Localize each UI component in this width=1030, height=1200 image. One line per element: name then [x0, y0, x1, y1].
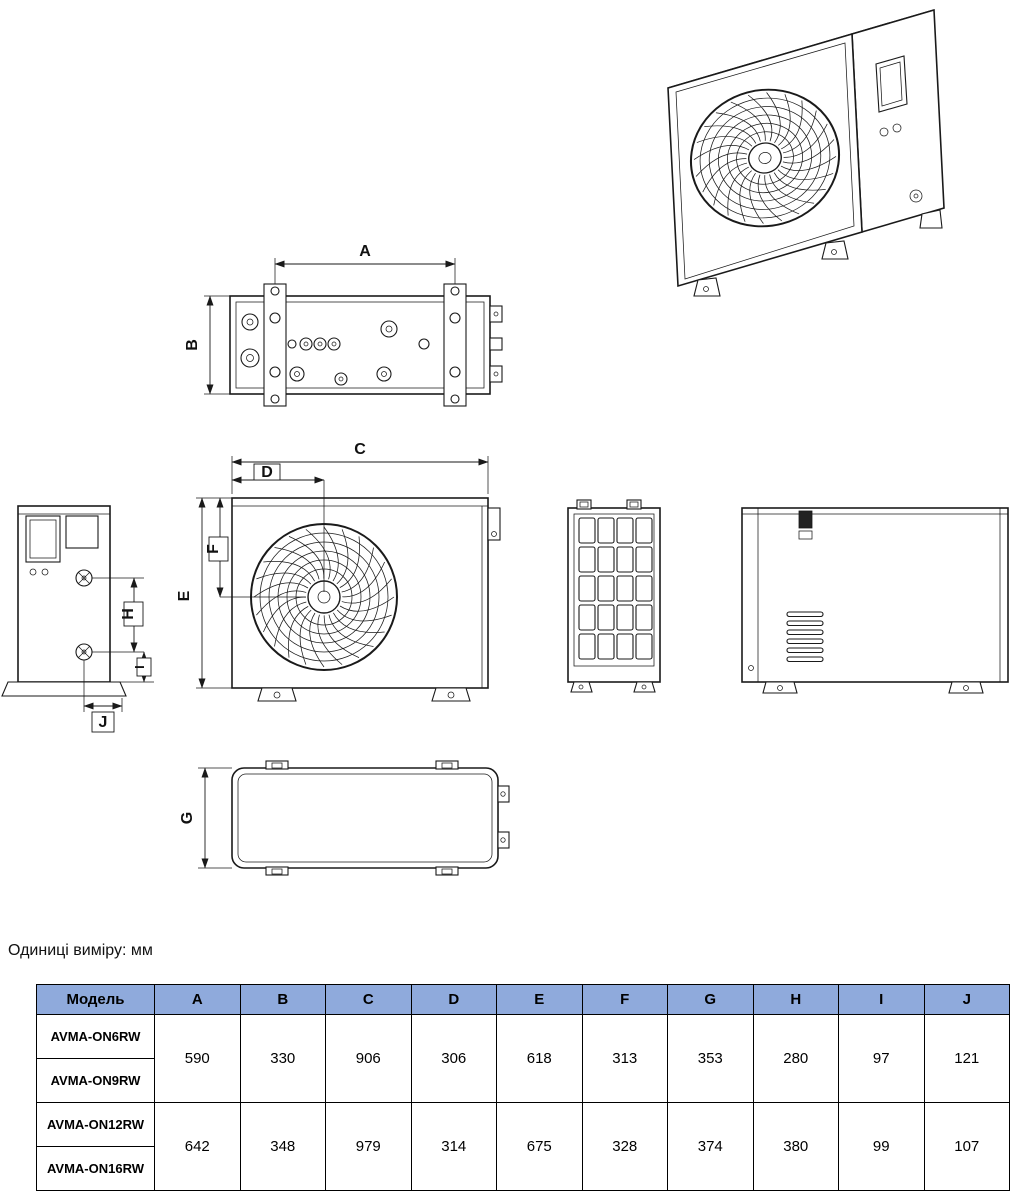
header-cell-a: A	[154, 984, 241, 1015]
header-cell-model: Модель	[36, 984, 155, 1015]
dim-label-j: J	[99, 714, 108, 731]
value-cell: 374	[667, 1102, 754, 1191]
value-cell: 330	[239, 1014, 326, 1103]
header-cell-b: B	[239, 984, 326, 1015]
value-cell: 906	[325, 1014, 412, 1103]
value-cell: 353	[667, 1014, 754, 1103]
header-cell-h: H	[752, 984, 839, 1015]
isometric-view	[667, 8, 945, 297]
value-cell: 979	[325, 1102, 412, 1191]
right-side-view	[741, 507, 1009, 694]
dim-label-a: A	[359, 243, 371, 260]
table-row: AVMA-ON12RW 642 348 979 314 675 328 374 …	[36, 1102, 1010, 1191]
technical-drawing: A B	[1, 8, 1009, 876]
value-cell: 306	[410, 1014, 497, 1103]
table-header-row: Модель A B C D E F G H I J	[36, 984, 1010, 1015]
units-label: Одиниці виміру: мм	[8, 942, 153, 959]
value-cell: 121	[923, 1014, 1010, 1103]
value-cell: 107	[923, 1102, 1010, 1191]
table-row: AVMA-ON9RW	[36, 1058, 1010, 1103]
value-cell: 313	[581, 1014, 668, 1103]
top-view: A B	[184, 243, 503, 407]
table-row: AVMA-ON16RW	[36, 1146, 1010, 1191]
front-view: C D E F	[176, 441, 501, 702]
fan-blades	[252, 525, 396, 669]
bottom-view: G	[179, 760, 510, 876]
dim-label-d: D	[261, 464, 273, 481]
dim-label-g: G	[179, 812, 196, 824]
value-cell: 380	[752, 1102, 839, 1191]
dim-label-i: I	[132, 665, 147, 669]
table-row: AVMA-ON6RW 590 330 906 306 618 313 353 2…	[36, 1014, 1010, 1103]
dim-label-h: H	[120, 608, 137, 620]
dimensions-table: Модель A B C D E F G H I J AVMA-ON6RW 59…	[36, 984, 1010, 1191]
value-cell: 348	[239, 1102, 326, 1191]
value-cell: 618	[496, 1014, 583, 1103]
value-cell: 99	[838, 1102, 925, 1191]
value-cell: 328	[581, 1102, 668, 1191]
value-cell: 280	[752, 1014, 839, 1103]
header-cell-g: G	[667, 984, 754, 1015]
value-cell: 675	[496, 1102, 583, 1191]
model-cell: AVMA-ON12RW	[36, 1102, 155, 1147]
value-cell: 590	[154, 1014, 241, 1103]
model-cell: AVMA-ON6RW	[36, 1014, 155, 1059]
value-cell: 642	[154, 1102, 241, 1191]
dim-label-b: B	[184, 339, 201, 351]
dim-label-c: C	[354, 441, 366, 458]
header-cell-e: E	[496, 984, 583, 1015]
left-side-view: H I J	[1, 505, 154, 733]
header-cell-d: D	[410, 984, 497, 1015]
grille-grid	[578, 517, 653, 660]
value-cell: 314	[410, 1102, 497, 1191]
header-cell-i: I	[838, 984, 925, 1015]
header-cell-f: F	[581, 984, 668, 1015]
dim-label-e: E	[176, 590, 193, 601]
model-cell: AVMA-ON9RW	[36, 1058, 155, 1103]
value-cell: 97	[838, 1014, 925, 1103]
dim-label-f: F	[205, 544, 222, 554]
model-cell: AVMA-ON16RW	[36, 1146, 155, 1191]
header-cell-j: J	[923, 984, 1010, 1015]
header-cell-c: C	[325, 984, 412, 1015]
vent-slots	[786, 611, 824, 663]
grille-side-view	[567, 499, 661, 693]
